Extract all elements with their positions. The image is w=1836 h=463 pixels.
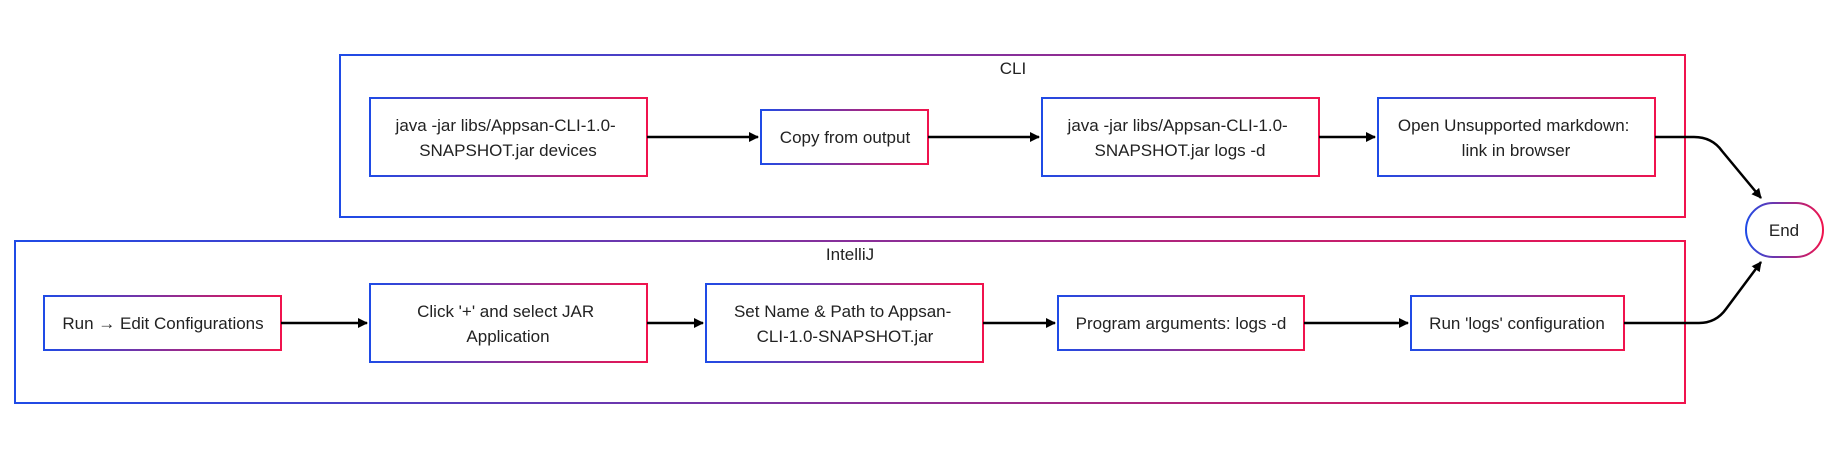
- svg-text:Copy from output: Copy from output: [780, 128, 911, 147]
- node-intellij-step-2-line-1: Click '+' and select JAR: [417, 302, 594, 321]
- node-intellij-step-4: Program arguments: logs -d: [1057, 295, 1305, 351]
- end-node-label: End: [1769, 221, 1799, 240]
- node-intellij-step-3-line-2: CLI-1.0-SNAPSHOT.jar: [757, 327, 934, 346]
- svg-text:Click '+' and select JAR: Click '+' and select JAR Application: [417, 302, 599, 346]
- end-node: End: [1745, 202, 1824, 258]
- node-cli-step-4: Open Unsupported markdown: link in brows…: [1377, 97, 1656, 177]
- svg-text:Program arguments: logs -d: Program arguments: logs -d: [1076, 314, 1287, 333]
- node-intellij-step-2: Click '+' and select JAR Application: [369, 283, 648, 363]
- svg-text:Run → Edit Configurations: Run → Edit Configurations: [62, 314, 263, 333]
- node-cli-step-3: java -jar libs/Appsan-CLI-1.0- SNAPSHOT.…: [1041, 97, 1320, 177]
- node-intellij-step-3-line-1: Set Name & Path to Appsan-: [734, 302, 951, 321]
- group-intellij-title: IntelliJ: [826, 245, 874, 264]
- node-cli-step-2-line-1: Copy from output: [780, 128, 911, 147]
- svg-text:Set Name & Path to Appsan-: Set Name & Path to Appsan- CLI-1.0-SNAPS…: [734, 302, 956, 346]
- node-intellij-step-5-line-1: Run 'logs' configuration: [1429, 314, 1605, 333]
- arrow-intellij-5-end: [1624, 261, 1763, 325]
- node-intellij-step-2-line-2: Application: [466, 327, 549, 346]
- node-intellij-step-4-line-1: Program arguments: logs -d: [1076, 314, 1287, 333]
- arrow-cli-4-end: [1655, 135, 1762, 199]
- node-cli-step-3-line-2: SNAPSHOT.jar logs -d: [1095, 141, 1266, 160]
- node-cli-step-1: java -jar libs/Appsan-CLI-1.0- SNAPSHOT.…: [369, 97, 648, 177]
- node-intellij-step-3: Set Name & Path to Appsan- CLI-1.0-SNAPS…: [705, 283, 984, 363]
- node-intellij-step-1-line-1: Run → Edit Configurations: [62, 314, 263, 333]
- connectors: [281, 132, 1763, 328]
- node-cli-step-1-line-2: SNAPSHOT.jar devices: [419, 141, 597, 160]
- svg-text:Open Unsupported markdown:: Open Unsupported markdown: link in brows…: [1398, 116, 1634, 160]
- node-intellij-step-1: Run → Edit Configurations: [43, 295, 282, 351]
- node-cli-step-4-line-1: Open Unsupported markdown:: [1398, 116, 1630, 135]
- svg-text:Run 'logs' configuration: Run 'logs' configuration: [1429, 314, 1605, 333]
- node-cli-step-2: Copy from output: [760, 109, 929, 165]
- node-cli-step-4-line-2: link in browser: [1462, 141, 1571, 160]
- node-intellij-step-5: Run 'logs' configuration: [1410, 295, 1625, 351]
- node-cli-step-3-line-1: java -jar libs/Appsan-CLI-1.0-: [1067, 116, 1288, 135]
- svg-text:java -jar libs/Appsan-CLI-1.0-: java -jar libs/Appsan-CLI-1.0- SNAPSHOT.…: [1067, 116, 1293, 160]
- svg-text:java -jar libs/Appsan-CLI-1.0-: java -jar libs/Appsan-CLI-1.0- SNAPSHOT.…: [395, 116, 621, 160]
- node-cli-step-1-line-1: java -jar libs/Appsan-CLI-1.0-: [395, 116, 616, 135]
- group-cli-title: CLI: [1000, 59, 1026, 78]
